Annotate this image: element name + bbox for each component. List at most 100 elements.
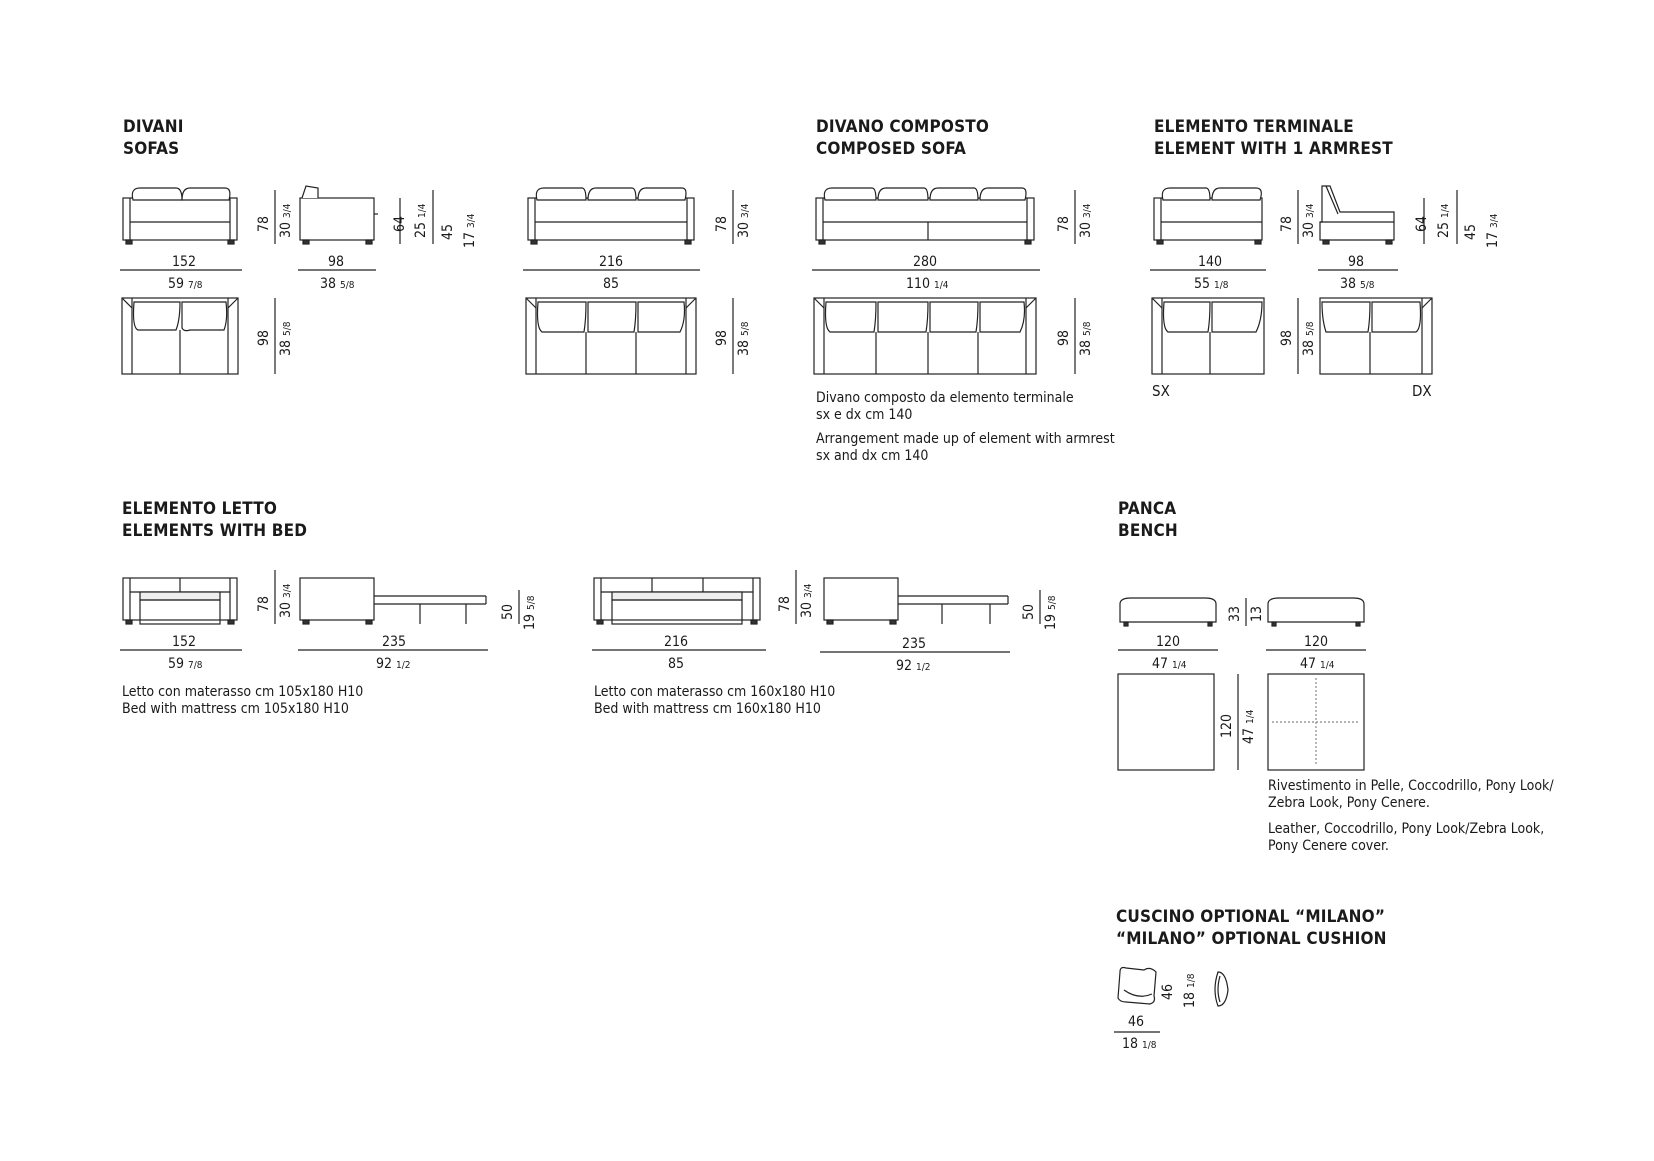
vdim-98-armrest-top: 98 <box>1279 329 1295 346</box>
armrest-element-top-dx <box>1319 297 1433 375</box>
vdim-78-bed152: 78 <box>256 595 272 612</box>
vdim-25-1-4-armrest-side: 25 1/4 <box>1436 203 1452 238</box>
heading-composed-it: DIVANO COMPOSTO <box>816 117 990 137</box>
bed-b-note-en: Bed with mattress cm 160x180 H10 <box>594 701 821 717</box>
vdim-33-bench: 33 <box>1227 605 1243 622</box>
vdim-25-1-4: 25 1/4 <box>413 203 429 238</box>
vdim-78-armrest: 78 <box>1279 215 1295 232</box>
heading-sofas-it: DIVANI <box>123 117 184 137</box>
dim-bed-92-1-2-b: 92 1/2 <box>896 658 931 674</box>
heading-sofas-en: SOFAS <box>123 139 180 159</box>
dim-216: 216 <box>599 254 624 270</box>
bed-152-front <box>122 577 238 625</box>
vdim-78-sofa280: 78 <box>1056 215 1072 232</box>
vdim-17-3-4: 17 3/4 <box>462 213 478 248</box>
vdim-30-3-4-sofa216: 30 3/4 <box>736 203 752 238</box>
bed-a-note-en: Bed with mattress cm 105x180 H10 <box>122 701 349 717</box>
vdim-50-bed152: 50 <box>500 603 516 620</box>
dim-bench-47-1-4-a: 47 1/4 <box>1152 656 1187 672</box>
bed-a-note-it: Letto con materasso cm 105x180 H10 <box>122 684 364 700</box>
bench-top-tufted <box>1267 673 1365 771</box>
dim-38-5-8-armrest-side: 38 5/8 <box>1340 276 1375 292</box>
composed-note-en-1: Arrangement made up of element with armr… <box>816 431 1115 447</box>
bench-note-en-1: Leather, Coccodrillo, Pony Look/Zebra Lo… <box>1268 821 1545 837</box>
sofa-280-front <box>815 187 1035 245</box>
heading-armrest-it: ELEMENTO TERMINALE <box>1154 117 1354 137</box>
vdim-38-5-8-armrest-top: 38 5/8 <box>1301 321 1317 356</box>
vdim-46-cushion: 46 <box>1160 983 1176 1000</box>
vdim-38-5-8-sofa216-top: 38 5/8 <box>736 321 752 356</box>
dim-85: 85 <box>603 276 620 292</box>
bed-216-front <box>593 577 761 625</box>
bench-front <box>1119 597 1217 627</box>
dim-38-5-8-side: 38 5/8 <box>320 276 355 292</box>
vdim-78-sofa152: 78 <box>256 215 272 232</box>
dim-140: 140 <box>1198 254 1223 270</box>
vdim-19-5-8-bed152: 19 5/8 <box>522 595 538 630</box>
composed-note-en-2: sx and dx cm 140 <box>816 448 929 464</box>
composed-note-it-2: sx e dx cm 140 <box>816 407 913 423</box>
bench-note-it-1: Rivestimento in Pelle, Coccodrillo, Pony… <box>1268 778 1554 794</box>
vdim-50-bed216: 50 <box>1021 603 1037 620</box>
label-dx: DX <box>1412 382 1432 400</box>
dim-cushion-18-1-8: 18 1/8 <box>1122 1036 1157 1052</box>
vdim-64: 64 <box>392 215 408 232</box>
dim-bench-47-1-4-b: 47 1/4 <box>1300 656 1335 672</box>
dim-98-side: 98 <box>328 254 345 270</box>
vdim-98-sofa216-top: 98 <box>714 329 730 346</box>
bed-216-side-open <box>823 577 1009 625</box>
vdim-38-5-8-sofa280-top: 38 5/8 <box>1078 321 1094 356</box>
dim-152: 152 <box>172 254 197 270</box>
armrest-element-top-sx <box>1151 297 1265 375</box>
vdim-47-1-4-bench-top: 47 1/4 <box>1241 709 1257 744</box>
vdim-30-3-4-armrest: 30 3/4 <box>1301 203 1317 238</box>
heading-bed-en: ELEMENTS WITH BED <box>122 521 308 541</box>
dim-bench-120-b: 120 <box>1304 634 1329 650</box>
dim-98-armrest-side: 98 <box>1348 254 1365 270</box>
vdim-45-armrest-side: 45 <box>1463 223 1479 240</box>
vdim-18-1-8-cushion: 18 1/8 <box>1182 973 1198 1008</box>
bench-front-2 <box>1267 597 1365 627</box>
dim-59-7-8: 59 7/8 <box>168 276 203 292</box>
sofa-280-top <box>813 297 1037 375</box>
vdim-98-sofa152-top: 98 <box>256 329 272 346</box>
heading-composed-en: COMPOSED SOFA <box>816 139 967 159</box>
cushion-side <box>1214 971 1229 1007</box>
dim-bed-235-a: 235 <box>382 634 407 650</box>
heading-armrest-en: ELEMENT WITH 1 ARMREST <box>1154 139 1393 159</box>
bench-note-it-2: Zebra Look, Pony Cenere. <box>1268 795 1430 811</box>
dim-bed-235-b: 235 <box>902 636 927 652</box>
vdim-13-bench: 13 <box>1249 605 1265 622</box>
heading-cushion-en: “MILANO” OPTIONAL CUSHION <box>1116 929 1387 949</box>
vdim-120-bench-top: 120 <box>1219 713 1235 738</box>
vdim-45: 45 <box>440 223 456 240</box>
sofa-side <box>299 185 378 245</box>
composed-note-it-1: Divano composto da elemento terminale <box>816 390 1074 406</box>
dim-bed-85: 85 <box>668 656 685 672</box>
armrest-element-front <box>1153 187 1263 245</box>
armrest-element-side <box>1319 185 1395 245</box>
dim-cushion-46: 46 <box>1128 1014 1145 1030</box>
heading-cushion-it: CUSCINO OPTIONAL “MILANO” <box>1116 907 1386 927</box>
dim-bench-120-a: 120 <box>1156 634 1181 650</box>
vdim-78-bed216: 78 <box>777 595 793 612</box>
vdim-19-5-8-bed216: 19 5/8 <box>1043 595 1059 630</box>
heading-bench-it: PANCA <box>1118 499 1177 519</box>
vdim-64-armrest-side: 64 <box>1414 215 1430 232</box>
dim-110-1-4: 110 1/4 <box>906 276 949 292</box>
vdim-30-3-4-bed152: 30 3/4 <box>278 583 294 618</box>
heading-bed-it: ELEMENTO LETTO <box>122 499 278 519</box>
sofa-152-front <box>122 187 238 245</box>
sofa-216-front <box>527 187 695 245</box>
bench-top <box>1117 673 1215 771</box>
label-sx: SX <box>1152 382 1170 400</box>
bench-note-en-2: Pony Cenere cover. <box>1268 838 1389 854</box>
dim-bed-152: 152 <box>172 634 197 650</box>
dim-bed-92-1-2-a: 92 1/2 <box>376 656 411 672</box>
dim-280: 280 <box>913 254 938 270</box>
dim-bed-216: 216 <box>664 634 689 650</box>
vdim-30-3-4-sofa280: 30 3/4 <box>1078 203 1094 238</box>
vdim-98-sofa280-top: 98 <box>1056 329 1072 346</box>
dim-55-1-8: 55 1/8 <box>1194 276 1229 292</box>
